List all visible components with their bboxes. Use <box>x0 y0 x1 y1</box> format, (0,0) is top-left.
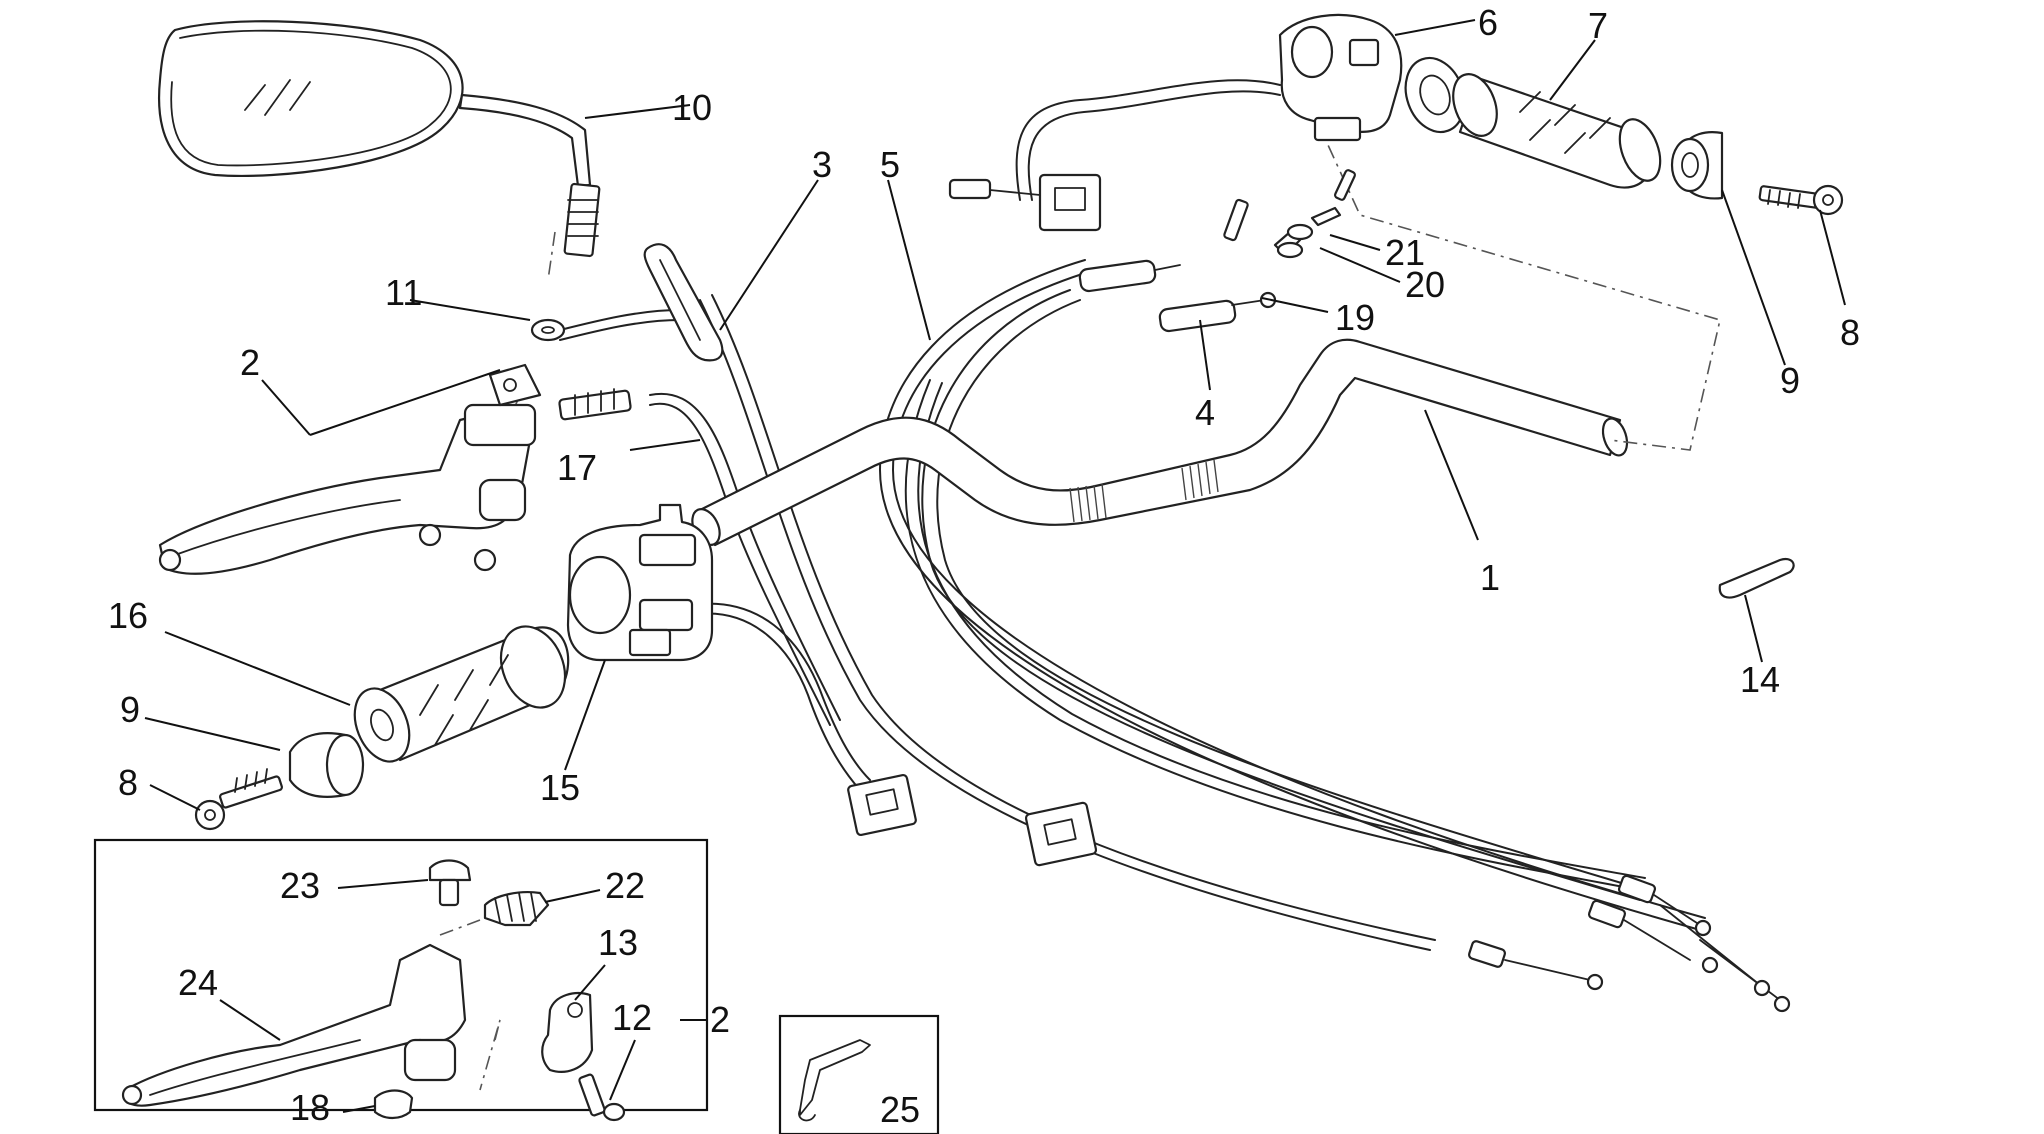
callout-8: 8 <box>1840 312 1860 353</box>
callout-6: 6 <box>1478 2 1498 43</box>
callout-9: 9 <box>1780 360 1800 401</box>
callout-22: 22 <box>605 865 645 906</box>
right-throttle-switch <box>1278 13 1403 142</box>
washer <box>530 318 566 342</box>
clutch-lever-assembly <box>158 363 542 575</box>
callout-1: 1 <box>1480 557 1500 598</box>
callout-2: 2 <box>710 999 730 1040</box>
inset-frame-25 <box>778 1014 940 1134</box>
left-bar-end-bolt <box>194 768 283 831</box>
inset-clip <box>778 1014 940 1134</box>
callout-20: 20 <box>1405 264 1445 305</box>
callout-3: 3 <box>812 144 832 185</box>
callout-10: 10 <box>672 87 712 128</box>
callout-11: 11 <box>385 272 422 313</box>
left-switch <box>566 503 714 662</box>
callout-7: 7 <box>1588 5 1608 46</box>
callout-25: 25 <box>880 1089 920 1130</box>
right-bar-end <box>1670 131 1724 200</box>
cable-bracket <box>643 243 724 362</box>
callout-13: 13 <box>598 922 638 963</box>
handlebar <box>691 338 1629 547</box>
callout-9: 9 <box>120 689 140 730</box>
callout-23: 23 <box>280 865 320 906</box>
connector-a <box>847 773 917 837</box>
right-bar-end-bolt <box>1758 184 1844 216</box>
callout-5: 5 <box>880 144 900 185</box>
callout-15: 15 <box>540 767 580 808</box>
right-grip <box>1404 56 1662 189</box>
callout-19: 19 <box>1335 297 1375 338</box>
cable-end-fittings <box>1467 874 1791 1013</box>
leader-lines <box>144 19 1846 1113</box>
left-bar-end <box>288 732 365 798</box>
mirror <box>158 20 601 258</box>
cable-clip <box>1718 557 1795 599</box>
cable-adjuster <box>558 388 632 421</box>
throttle-cable-fittings <box>1078 169 1356 333</box>
callout-17: 17 <box>557 447 597 488</box>
callout-8: 8 <box>118 762 138 803</box>
inset-lever-assembly <box>93 838 709 1122</box>
assembly-lines <box>439 39 1721 1091</box>
callout-12: 12 <box>612 997 652 1038</box>
connector-b <box>1024 801 1098 867</box>
callout-labels: 1 2 2 3 4 5 6 7 8 8 9 9 10 11 12 13 14 1… <box>108 2 1860 1130</box>
connector-c <box>948 173 1102 232</box>
callout-24: 24 <box>178 962 218 1003</box>
callout-21: 21 <box>1385 232 1425 273</box>
cable-bundle <box>559 79 1706 951</box>
callout-4: 4 <box>1195 392 1215 433</box>
callout-16: 16 <box>108 595 148 636</box>
left-grip <box>353 625 570 763</box>
callout-14: 14 <box>1740 659 1780 700</box>
callout-18: 18 <box>290 1087 330 1128</box>
callout-2: 2 <box>240 342 260 383</box>
